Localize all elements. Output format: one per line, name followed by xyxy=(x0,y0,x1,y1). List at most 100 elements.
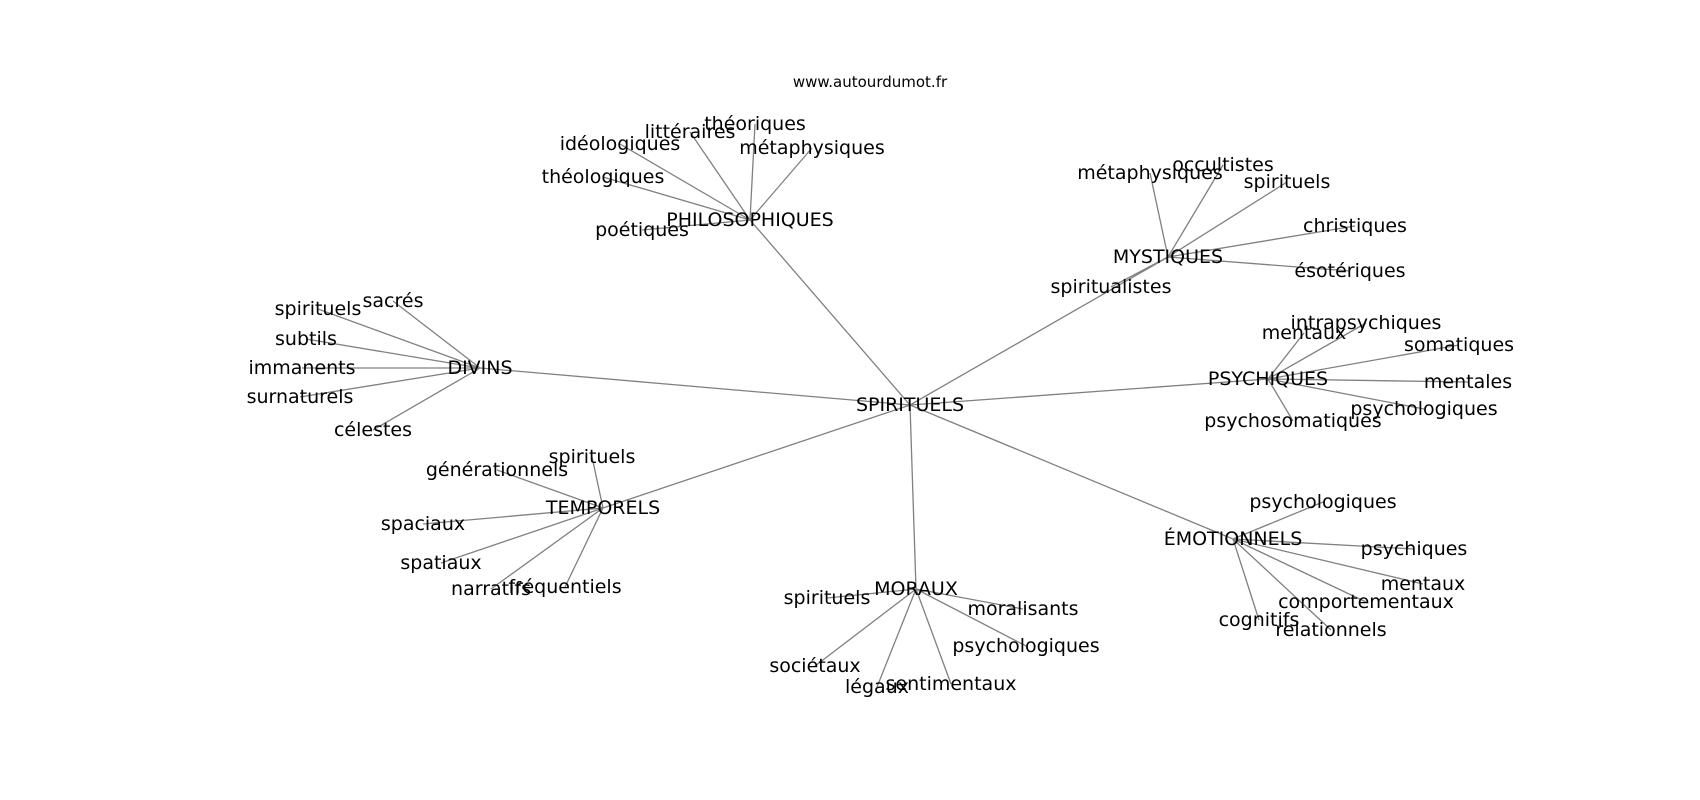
edge-moraux-leaf xyxy=(814,588,917,667)
leaf-node-mystiques: christiques xyxy=(1303,215,1407,237)
edge-mystiques-leaf xyxy=(1149,172,1169,258)
edge-temporels-leaf xyxy=(564,507,604,588)
leaf-node-moraux: légaux xyxy=(845,676,909,698)
leaf-node-emotionnels: mentaux xyxy=(1381,573,1466,595)
edge-root-emotionnels xyxy=(909,404,1234,540)
edge-root-psychiques xyxy=(909,378,1269,406)
leaf-node-psychiques: mentaux xyxy=(1262,322,1347,344)
leaf-node-temporels: générationnels xyxy=(426,459,568,481)
leaf-node-psychiques: mentales xyxy=(1424,371,1512,393)
leaf-node-emotionnels: cognitifs xyxy=(1219,609,1300,631)
leaf-node-divins: surnaturels xyxy=(247,386,354,408)
edge-philosophiques-leaf xyxy=(641,219,751,231)
leaf-node-moraux: sentimentaux xyxy=(886,673,1017,695)
root-node: SPIRITUELS xyxy=(856,394,964,416)
leaf-node-psychiques: psychologiques xyxy=(1350,398,1497,420)
labels: SPIRITUELS PHILOSOPHIQUES théoriqueslittér… xyxy=(247,113,1514,698)
edge-mystiques-leaf xyxy=(1167,164,1224,258)
hub-node-divins: DIVINS xyxy=(447,357,512,379)
leaf-node-philosophiques: théologiques xyxy=(542,166,665,188)
hub-node-mystiques: MYSTIQUES xyxy=(1113,246,1223,268)
leaf-node-temporels: narratifs xyxy=(451,578,531,600)
leaf-node-moraux: spirituels xyxy=(784,587,871,609)
leaf-node-temporels: fréquentiels xyxy=(508,576,621,598)
edge-emotionnels-leaf xyxy=(1232,538,1367,603)
edge-root-mystiques xyxy=(909,256,1169,406)
leaf-node-emotionnels: comportementaux xyxy=(1278,591,1454,613)
hub-node-temporels: TEMPORELS xyxy=(545,497,660,519)
edge-emotionnels-leaf xyxy=(1232,538,1260,621)
edge-emotionnels-leaf xyxy=(1232,538,1424,585)
edge-psychiques-leaf xyxy=(1267,378,1425,410)
edge-moraux-leaf xyxy=(826,588,917,599)
leaf-node-psychiques: psychosomatiques xyxy=(1204,410,1381,432)
leaf-node-philosophiques: littéraires xyxy=(645,121,736,143)
edge-moraux-leaf xyxy=(915,588,1027,647)
edge-temporels-leaf xyxy=(591,456,604,509)
leaf-node-mystiques: spirituels xyxy=(1244,171,1331,193)
edge-emotionnels-leaf xyxy=(1232,538,1332,631)
leaf-node-divins: célestes xyxy=(334,419,412,441)
edge-temporels-leaf xyxy=(440,507,604,564)
edge-psychiques-leaf xyxy=(1267,344,1460,380)
leaf-node-psychiques: intrapsychiques xyxy=(1291,312,1442,334)
edge-philosophiques-leaf xyxy=(749,123,756,221)
edge-temporels-leaf xyxy=(490,507,604,590)
hub-node-emotionnels: ÉMOTIONNELS xyxy=(1164,527,1303,550)
edge-psychiques-leaf xyxy=(1267,378,1294,422)
edge-divins-leaf xyxy=(372,367,481,431)
leaf-node-temporels: spatiaux xyxy=(400,552,481,574)
edge-mystiques-leaf xyxy=(1167,181,1288,258)
leaf-node-psychiques: somatiques xyxy=(1404,334,1514,356)
edge-psychiques-leaf xyxy=(1267,332,1305,380)
edge-divins-leaf xyxy=(392,300,481,369)
edge-mystiques-leaf xyxy=(1167,225,1356,258)
edge-philosophiques-leaf xyxy=(749,147,813,221)
edge-psychiques-leaf xyxy=(1267,378,1469,383)
edge-divins-leaf xyxy=(317,308,481,369)
leaf-node-emotionnels: psychiques xyxy=(1361,538,1468,560)
edge-root-temporels xyxy=(602,404,911,509)
edge-philosophiques-leaf xyxy=(602,176,751,221)
source-url: www.autourdumot.fr xyxy=(793,73,948,91)
leaf-node-emotionnels: psychologiques xyxy=(1249,491,1396,513)
leaf-node-philosophiques: théoriques xyxy=(704,113,806,135)
leaf-node-mystiques: spiritualistes xyxy=(1051,276,1172,298)
edge-moraux-leaf xyxy=(876,588,917,688)
leaf-node-temporels: spirituels xyxy=(549,446,636,468)
edge-mystiques-leaf xyxy=(1167,256,1351,272)
leaf-node-moraux: psychologiques xyxy=(952,635,1099,657)
edge-moraux-leaf xyxy=(915,588,1024,610)
leaf-node-philosophiques: idéologiques xyxy=(560,133,681,155)
edge-divins-leaf xyxy=(305,338,481,369)
edge-philosophiques-leaf xyxy=(689,131,751,221)
leaf-node-mystiques: ésotériques xyxy=(1294,260,1405,282)
edge-divins-leaf xyxy=(299,367,481,398)
leaf-node-philosophiques: poétiques xyxy=(595,219,689,241)
edge-root-philosophiques xyxy=(749,219,911,406)
edge-root-divins xyxy=(479,367,911,406)
edge-philosophiques-leaf xyxy=(619,143,751,221)
edge-mystiques-leaf xyxy=(1110,256,1169,288)
leaf-node-emotionnels: relationnels xyxy=(1275,619,1386,641)
leaf-node-divins: immanents xyxy=(248,357,355,379)
hub-node-philosophiques: PHILOSOPHIQUES xyxy=(666,209,834,231)
leaf-node-mystiques: métaphysiques xyxy=(1077,162,1223,184)
edge-psychiques-leaf xyxy=(1267,322,1367,380)
leaf-node-divins: spirituels xyxy=(275,298,362,320)
leaf-node-mystiques: occultistes xyxy=(1172,154,1274,176)
leaf-node-divins: sacrés xyxy=(363,290,424,312)
leaf-node-moraux: sociétaux xyxy=(769,655,860,677)
leaf-node-temporels: spaciaux xyxy=(381,513,465,535)
edge-emotionnels-leaf xyxy=(1232,538,1415,550)
hub-node-moraux: MORAUX xyxy=(874,578,958,600)
leaf-node-philosophiques: métaphysiques xyxy=(739,137,885,159)
edge-temporels-leaf xyxy=(422,507,604,525)
edges xyxy=(299,123,1469,688)
hub-node-psychiques: PSYCHIQUES xyxy=(1208,368,1328,390)
leaf-node-divins: subtils xyxy=(275,328,337,350)
edge-moraux-leaf xyxy=(915,588,952,685)
edge-emotionnels-leaf xyxy=(1232,501,1324,540)
edge-temporels-leaf xyxy=(496,469,604,509)
